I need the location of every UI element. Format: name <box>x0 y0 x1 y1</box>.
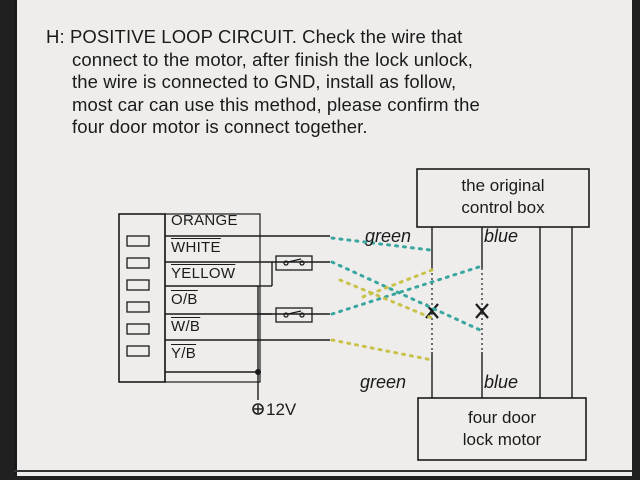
wires <box>165 235 330 400</box>
wire-label-ob: O/B <box>171 291 198 308</box>
motor-box-label-line-2: lock motor <box>462 430 542 449</box>
supply-terminal <box>252 403 264 415</box>
wire-label-wb: W/B <box>171 318 201 335</box>
wire-label-yellow: YELLOW <box>171 265 236 282</box>
motor-box <box>417 397 587 461</box>
connector-pin-3 <box>126 279 150 291</box>
blue-top-label: blue <box>484 226 519 246</box>
connector-block <box>118 213 166 383</box>
blue-bottom-label: blue <box>484 372 519 392</box>
control-box-label-line-2: control box <box>461 198 545 217</box>
relay-symbol-1 <box>275 255 313 271</box>
connector-pin-1 <box>126 235 150 247</box>
junction-dot <box>255 369 261 375</box>
instruction-line-2: connect to the motor, after finish the l… <box>72 48 474 70</box>
bottom-border <box>14 470 632 472</box>
dotted-yellow-paths <box>330 268 434 362</box>
connector-pin-6 <box>126 345 150 357</box>
motor-box-label: four door lock motor <box>418 407 586 451</box>
motor-box-label-line-1: four door <box>467 408 537 427</box>
wire-label-yb: Y/B <box>171 345 197 362</box>
connector-pin-2 <box>126 257 150 269</box>
dotted-green-paths <box>330 236 484 332</box>
control-box-label: the original control box <box>417 175 589 219</box>
green-top-label: green <box>365 226 412 246</box>
supply-voltage-label: 12V <box>266 400 297 419</box>
instruction-line-1: H: POSITIVE LOOP CIRCUIT. Check the wire… <box>46 26 463 47</box>
wire-label-frame <box>164 213 261 383</box>
vertical-wires <box>431 227 573 398</box>
connector-pin-4 <box>126 301 150 313</box>
instruction-line-3: the wire is connected to GND, install as… <box>72 71 457 92</box>
instruction-paragraph: H: POSITIVE LOOP CIRCUIT. Check the wire… <box>46 26 616 139</box>
control-box-label-line-1: the original <box>461 176 545 195</box>
green-bottom-label: green <box>360 372 407 392</box>
control-box <box>416 168 590 228</box>
connector-pins <box>126 235 150 357</box>
wire-label-orange: ORANGE <box>171 212 238 229</box>
connector-pin-5 <box>126 323 150 335</box>
wire-label-white: WHITE <box>171 239 221 256</box>
relay-symbol-2 <box>275 307 313 323</box>
instruction-sheet <box>14 0 632 476</box>
instruction-line-5: four door motor is connect together. <box>72 116 368 137</box>
instruction-line-4: most car can use this method, please con… <box>72 93 480 115</box>
